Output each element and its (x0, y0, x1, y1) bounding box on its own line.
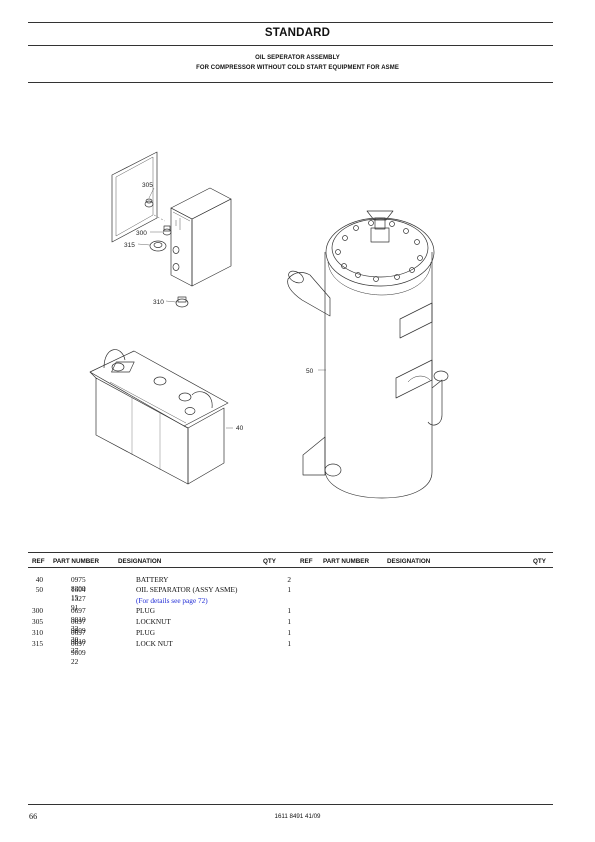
callout-305: 305 (142, 182, 153, 189)
col-header-ref-right: REF (300, 558, 313, 565)
row-qty: 1 (287, 628, 291, 637)
row-part-number: 0697 9810 32 (71, 606, 86, 633)
col-header-qty-right: QTY (533, 558, 546, 565)
plug-310-drawing (175, 296, 189, 308)
col-header-designation: DESIGNATION (118, 558, 162, 565)
row-qty: 1 (287, 585, 291, 594)
assembly-subtitle: FOR COMPRESSOR WITHOUT COLD START EQUIPM… (196, 65, 399, 71)
callout-50: 50 (306, 368, 314, 375)
row-ref: 315 (32, 639, 43, 648)
callout-315: 315 (124, 242, 135, 249)
col-header-designation-right: DESIGNATION (387, 558, 431, 565)
header-rule-bottom (28, 82, 553, 83)
row-qty: 1 (287, 606, 291, 615)
page-number: 66 (29, 812, 38, 821)
col-header-part-number-right: PART NUMBER (323, 558, 370, 565)
row-designation: PLUG (136, 606, 156, 615)
plug-305-drawing (144, 198, 154, 208)
row-ref: 50 (35, 585, 43, 594)
callout-300: 300 (136, 230, 147, 237)
col-header-qty: QTY (263, 558, 276, 565)
document-code: 1611 8491 41/09 (274, 813, 321, 820)
row-designation: LOCKNUT (136, 617, 171, 626)
battery-drawing (89, 349, 229, 485)
row-part-number: 0975 8300 15 (71, 575, 86, 602)
row-part-number: 0697 9809 30 (71, 617, 86, 644)
footer-rule (28, 804, 553, 805)
row-part-number: 0697 9809 22 (71, 639, 86, 666)
row-qty: 1 (287, 639, 291, 648)
row-ref: 300 (32, 606, 43, 615)
row-ref: 310 (32, 628, 43, 637)
row-designation: OIL SEPARATOR (ASSY ASME) (136, 585, 238, 594)
plug-300-drawing (162, 225, 172, 236)
table-rule-header (28, 567, 553, 568)
row-ref: 40 (35, 575, 43, 584)
electrical-box-drawing (170, 187, 232, 287)
exploded-view-drawing: 305 300 315 310 40 50 (89, 151, 449, 499)
assembly-title: OIL SEPERATOR ASSEMBLY (255, 55, 340, 61)
callout-40: 40 (236, 425, 244, 432)
table-rule-top (28, 552, 553, 553)
header-rule-mid (28, 45, 553, 46)
row-part-number: 1604 1327 91 (71, 585, 86, 612)
details-page-link[interactable]: (For details see page 72) (136, 596, 208, 605)
row-part-number: 0697 9810 27 (71, 628, 86, 655)
row-ref: 305 (32, 617, 43, 626)
row-designation: PLUG (136, 628, 156, 637)
callout-310: 310 (153, 299, 164, 306)
col-header-part-number: PART NUMBER (53, 558, 100, 565)
cover-plate-drawing (111, 151, 166, 243)
col-header-ref: REF (32, 558, 45, 565)
row-qty: 2 (287, 575, 291, 584)
row-qty: 1 (287, 617, 291, 626)
oil-separator-drawing (287, 210, 449, 499)
header-rule-top (28, 22, 553, 23)
page-title: STANDARD (264, 27, 331, 39)
row-designation: BATTERY (136, 575, 169, 584)
row-designation: LOCK NUT (136, 639, 173, 648)
locknut-315-drawing (149, 240, 167, 252)
